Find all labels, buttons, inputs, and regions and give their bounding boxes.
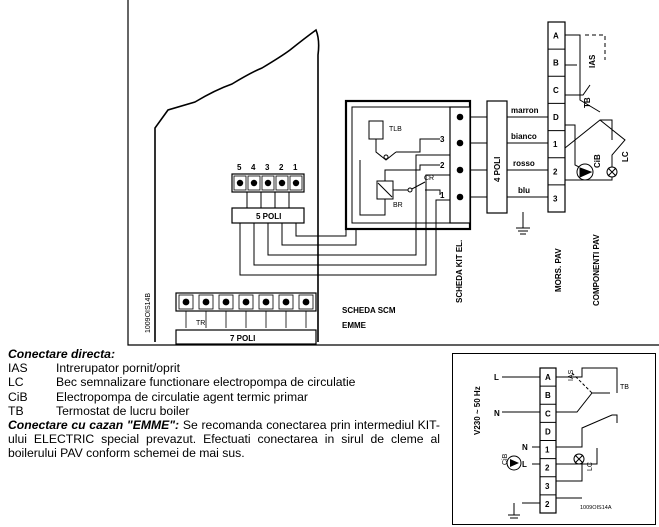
block5-term-label: 4 bbox=[251, 163, 256, 172]
legend-desc: Termostat de lucru boiler bbox=[56, 403, 190, 418]
legend-item: LC Bec semnalizare functionare electropo… bbox=[8, 375, 440, 389]
pav-terminal-D: D bbox=[553, 113, 559, 122]
mini-label-n2: N bbox=[522, 443, 528, 452]
mini-label-l2: L bbox=[522, 460, 527, 469]
mini-ias-label: IAS bbox=[568, 369, 575, 381]
pav-terminal-3: 3 bbox=[553, 194, 558, 203]
block5-term-label: 3 bbox=[265, 163, 270, 172]
wire-bianco: bianco bbox=[511, 132, 537, 141]
legend-emme-text: Se recomanda conectarea prin intermediul… bbox=[8, 418, 440, 461]
block4-label: 4 POLI bbox=[493, 157, 502, 182]
code-left-label: 1009OIS14B bbox=[145, 293, 152, 333]
mini-terminal-1: 1 bbox=[545, 446, 550, 455]
legend-desc: Intrerupator pornit/oprit bbox=[56, 361, 180, 376]
legend-title-directa: Conectare directa: bbox=[8, 347, 116, 361]
legend-code: CiB bbox=[8, 389, 28, 404]
legend-item: IAS Intrerupator pornit/oprit bbox=[8, 361, 440, 375]
mini-voltage-label: V230 ~ 50 Hz bbox=[473, 386, 482, 435]
kit-electric-board: 3 2 1 TLB BR CR bbox=[344, 99, 472, 231]
pav-terminal-A: A bbox=[553, 32, 559, 41]
cr-label: CR bbox=[424, 175, 434, 182]
legend-item: CiB Electropompa de circulatie agent ter… bbox=[8, 390, 440, 404]
mini-code-label: 1009OIS14A bbox=[580, 505, 612, 511]
wire-rosso: rosso bbox=[513, 159, 535, 168]
kit-term-1: 1 bbox=[440, 191, 445, 200]
emme-label: EMME bbox=[342, 321, 367, 330]
mini-terminal-2: 2 bbox=[545, 500, 550, 509]
block5-term-label: 1 bbox=[293, 163, 298, 172]
cib-label: CiB bbox=[593, 154, 602, 168]
mors-pav-label: MORS. PAV bbox=[554, 248, 563, 292]
block5-term-label: 5 bbox=[237, 163, 242, 172]
block7-label: 7 POLI bbox=[230, 334, 255, 343]
mini-label-l1: L bbox=[494, 373, 499, 382]
legend-code: TB bbox=[8, 403, 24, 418]
kit-label: SCHEDA KIT EL. bbox=[455, 240, 464, 303]
mini-label-n1: N bbox=[494, 409, 500, 418]
br-label: BR bbox=[393, 202, 403, 209]
mini-terminal-A: A bbox=[545, 373, 551, 382]
mini-terminal-D: D bbox=[545, 427, 551, 436]
kit-term-2: 2 bbox=[440, 161, 445, 170]
legend-code: IAS bbox=[8, 361, 28, 376]
legend-desc: Bec semnalizare functionare electropompa… bbox=[56, 375, 356, 390]
legend-emme-paragraph: Conectare cu cazan "EMME": Se recomanda … bbox=[8, 418, 440, 461]
legend-desc: Electropompa de circulatie agent termic … bbox=[56, 389, 308, 404]
legend-panel: Conectare directa: IAS Intrerupator porn… bbox=[8, 347, 440, 461]
mini-lc-label: LC bbox=[587, 462, 594, 471]
block5-term-label: 2 bbox=[279, 163, 284, 172]
legend-title-emme: Conectare cu cazan "EMME": bbox=[8, 418, 180, 433]
ias-label: IAS bbox=[588, 54, 597, 68]
mini-terminal-C: C bbox=[545, 409, 551, 418]
tb-label: TB bbox=[583, 97, 592, 108]
mini-terminal-B: B bbox=[545, 391, 551, 400]
scm-to-kit-wires bbox=[239, 154, 453, 276]
legend-code: LC bbox=[8, 375, 24, 390]
mini-terminal-2: 2 bbox=[545, 464, 550, 473]
terminal-block-7-poli: TR 7 POLI bbox=[175, 292, 317, 345]
mini-terminal-3: 3 bbox=[545, 482, 550, 491]
pav-terminal-B: B bbox=[553, 59, 559, 68]
componenti-pav-label: COMPONENTI PAV bbox=[592, 234, 601, 306]
block5-label: 5 POLI bbox=[256, 212, 281, 221]
mini-tb-label: TB bbox=[620, 384, 629, 391]
pav-terminal-C: C bbox=[553, 86, 559, 95]
tlb-label: TLB bbox=[389, 126, 402, 133]
pav-terminal-1: 1 bbox=[553, 140, 558, 149]
mini-wires bbox=[502, 367, 618, 519]
legend-item: TB Termostat de lucru boiler bbox=[8, 404, 440, 418]
mini-cib-label: CiB bbox=[502, 453, 509, 465]
pav-wires bbox=[507, 116, 548, 198]
diagram-frame bbox=[127, 0, 659, 346]
pav-component-wiring bbox=[564, 34, 626, 181]
terminal-block-4-poli: 4 POLI bbox=[470, 100, 508, 214]
scheda-scm-label: SCHEDA SCM bbox=[342, 306, 396, 315]
pav-terminal-strip: A B C D 1 2 3 bbox=[547, 21, 566, 213]
lc-label: LC bbox=[621, 151, 630, 162]
pav-terminal-2: 2 bbox=[553, 167, 558, 176]
scm-board-outline bbox=[154, 28, 320, 342]
kit-term-3: 3 bbox=[440, 135, 445, 144]
wire-marron: marron bbox=[511, 106, 539, 115]
wire-blu: blu bbox=[518, 186, 530, 195]
ground-icon bbox=[516, 212, 530, 235]
tr-label: TR bbox=[196, 320, 205, 327]
